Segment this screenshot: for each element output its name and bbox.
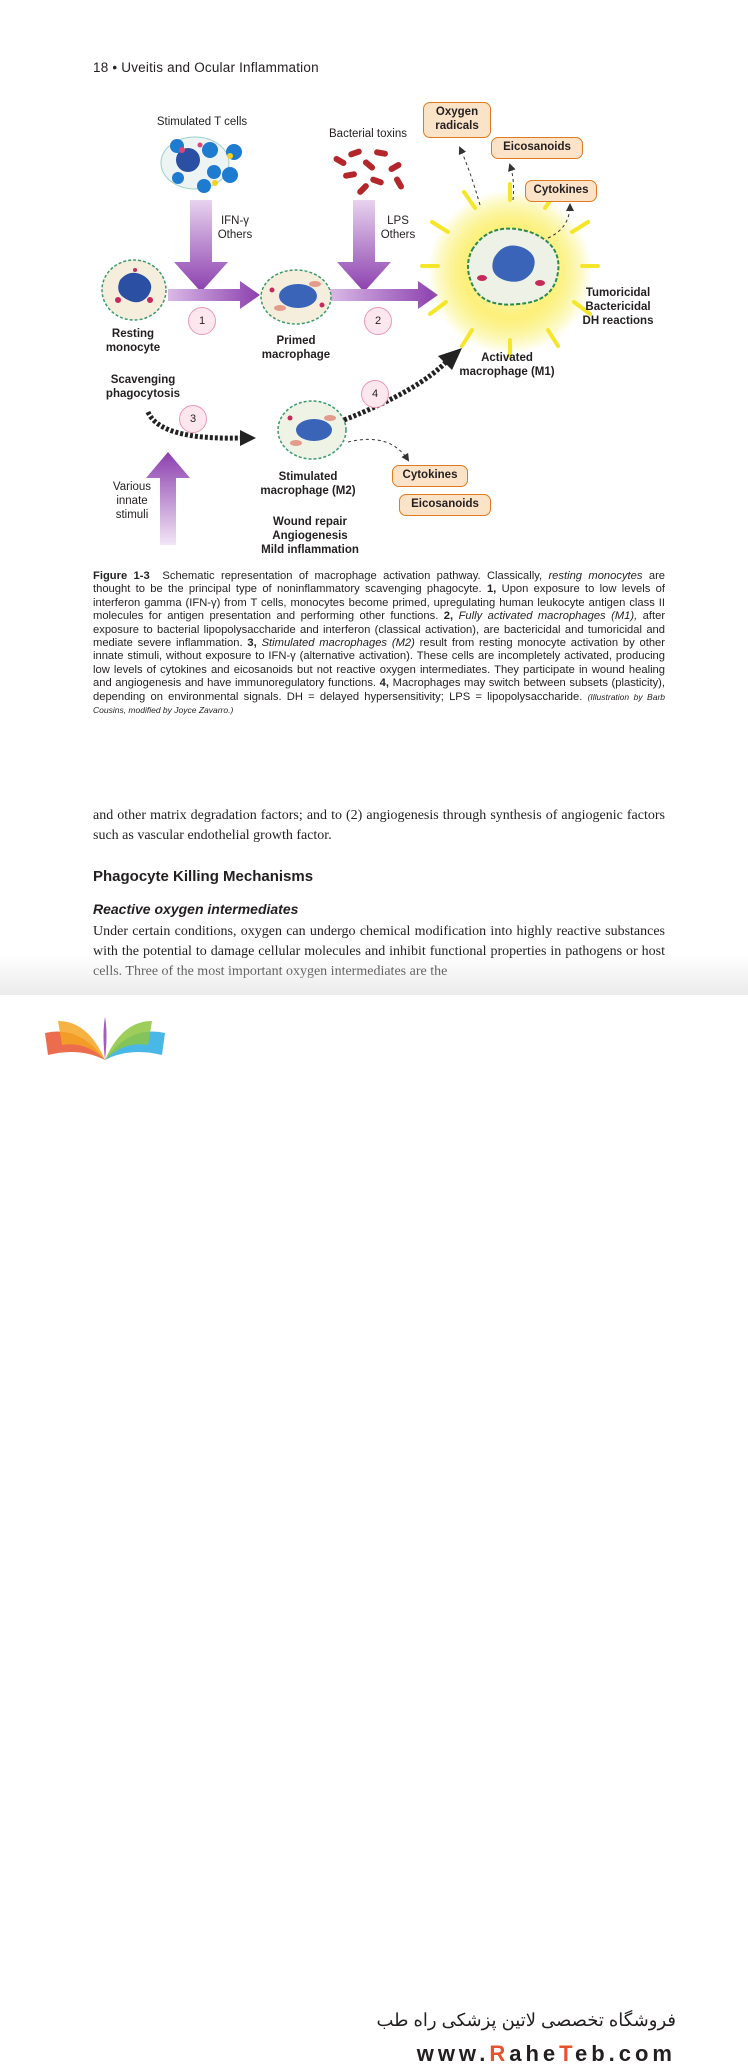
box-cytokines-bottom: Cytokines (392, 465, 468, 487)
caption-s0-em: resting monocytes (548, 570, 643, 582)
caption-s0: Schematic representation of macrophage a… (162, 570, 543, 582)
lps-arrow (337, 200, 391, 292)
label-angiogenesis: Angiogenesis (272, 530, 348, 542)
step-number-1: 1 (188, 307, 216, 335)
box-oxygen-radicals-line1: Oxygen (435, 106, 479, 118)
caption-s4: result from resting monocyte activation … (93, 637, 665, 690)
label-scavenging-2: phagocytosis (105, 388, 181, 400)
caption-s3-em: Fully activated macrophages (M1), (458, 610, 638, 623)
caption-s5: Macrophages may switch between subsets (… (93, 677, 666, 703)
caption-s3: after exposure to bacterial lipopolysacc… (93, 610, 666, 650)
various-stimuli-arrow (146, 452, 190, 545)
box-eicosanoids-top: Eicosanoids (491, 137, 583, 159)
book-logo-icon (45, 1017, 165, 1060)
resting-monocyte-cell (101, 259, 167, 321)
caption-figure-number: Figure 1-3 (93, 570, 150, 582)
caption-n4: 4, (379, 677, 389, 690)
box-cytokines-top: Cytokines (525, 180, 597, 202)
label-ifn-gamma: IFN-γ (220, 215, 250, 227)
caption-n3: 3, (247, 637, 257, 650)
url-part-t: T (559, 2041, 575, 2066)
body-paragraph-1: and other matrix degradation factors; an… (93, 808, 665, 843)
label-lps: LPS (387, 215, 409, 227)
label-various-2: innate (116, 495, 148, 507)
shop-url: www.RaheTeb.com (417, 2041, 676, 2067)
caption-credit: (Illustration by Barb Cousins, modified … (93, 691, 665, 716)
dashed-arrow-oxygen (458, 146, 481, 206)
section-heading: Phagocyte Killing Mechanisms (93, 868, 314, 885)
label-stimulated-m2-1: Stimulated (278, 471, 338, 483)
label-dh-reactions: DH reactions (582, 315, 654, 327)
label-primed-macrophage-1: Primed (276, 335, 316, 347)
shop-name: فروشگاه تخصصی لاتین پزشکی راه طب (376, 2010, 676, 2030)
box-oxygen-radicals-line2: radicals (435, 120, 479, 132)
t-cells-cluster (160, 136, 242, 193)
caption-s4-em: Stimulated macrophages (M2) (261, 637, 415, 650)
arrow-step-4-head (438, 348, 462, 370)
caption-n2: 2, (443, 610, 454, 623)
box-oxygen-radicals: Oxygen radicals (423, 102, 491, 138)
label-bacterial-toxins: Bacterial toxins (329, 128, 407, 140)
label-stimulated-m2-2: macrophage (M2) (260, 485, 356, 497)
label-activated-macrophage-1: Activated (481, 352, 533, 364)
dashed-arrow-eicosanoids (508, 163, 516, 201)
label-mild-inflammation: Mild inflammation (261, 544, 359, 556)
stimulated-m2-macrophage-cell (277, 400, 347, 460)
caption-s2: Upon exposure to low levels of interfero… (93, 583, 665, 623)
label-wound-repair: Wound repair (273, 516, 347, 528)
macrophage-activation-diagram (101, 136, 600, 545)
label-others-2: Others (380, 229, 416, 241)
url-part-c: eb.com (574, 2041, 676, 2066)
page-bottom-fade (0, 955, 748, 1000)
arrow-step-3-head (240, 430, 256, 446)
primed-macrophage-cell (260, 269, 332, 325)
label-others-1: Others (217, 229, 253, 241)
figure-caption: Figure 1-3 Schematic representation of m… (93, 570, 665, 717)
running-header: 18 • Uveitis and Ocular Inflammation (93, 60, 319, 75)
label-various-1: Various (112, 481, 152, 493)
label-resting-monocyte-2: monocyte (105, 342, 161, 354)
url-part-a: www. (416, 2041, 490, 2066)
label-stimulated-t-cells: Stimulated T cells (156, 116, 248, 128)
arrow-step-1 (168, 281, 260, 309)
label-tumoricidal: Tumoricidal (585, 287, 651, 299)
page-number: 18 (93, 60, 109, 75)
arrow-step-2 (330, 281, 438, 309)
arrow-step-4 (343, 358, 450, 423)
header-bullet: • (112, 60, 118, 75)
caption-n1: 1, (486, 583, 497, 596)
watermark-banner: فروشگاه تخصصی لاتین پزشکی راه طب www.Rah… (0, 995, 748, 2066)
step-number-2: 2 (364, 307, 392, 335)
label-scavenging-1: Scavenging (110, 374, 176, 386)
running-title: Uveitis and Ocular Inflammation (121, 60, 319, 75)
arrow-step-3 (145, 410, 241, 441)
ifn-gamma-arrow (174, 200, 228, 292)
label-bactericidal: Bactericidal (585, 301, 651, 313)
label-various-3: stimuli (115, 509, 149, 521)
url-part-b: ahe (509, 2041, 560, 2066)
dashed-arrow-cytokines (547, 203, 574, 239)
activated-macrophage-cell (420, 182, 600, 358)
bacterial-toxins-cluster (333, 148, 404, 195)
step-number-4: 4 (361, 380, 389, 408)
box-eicosanoids-bottom: Eicosanoids (399, 494, 491, 516)
label-activated-macrophage-2: macrophage (M1) (459, 366, 555, 378)
label-resting-monocyte-1: Resting (111, 328, 155, 340)
subsection-heading: Reactive oxygen intermediates (93, 901, 299, 917)
step-number-3: 3 (179, 405, 207, 433)
url-part-r: R (489, 2041, 510, 2066)
dashed-arrow-m2-products (347, 438, 410, 462)
label-primed-macrophage-2: macrophage (261, 349, 331, 361)
caption-s1: are thought to be the principal type of … (93, 570, 666, 596)
